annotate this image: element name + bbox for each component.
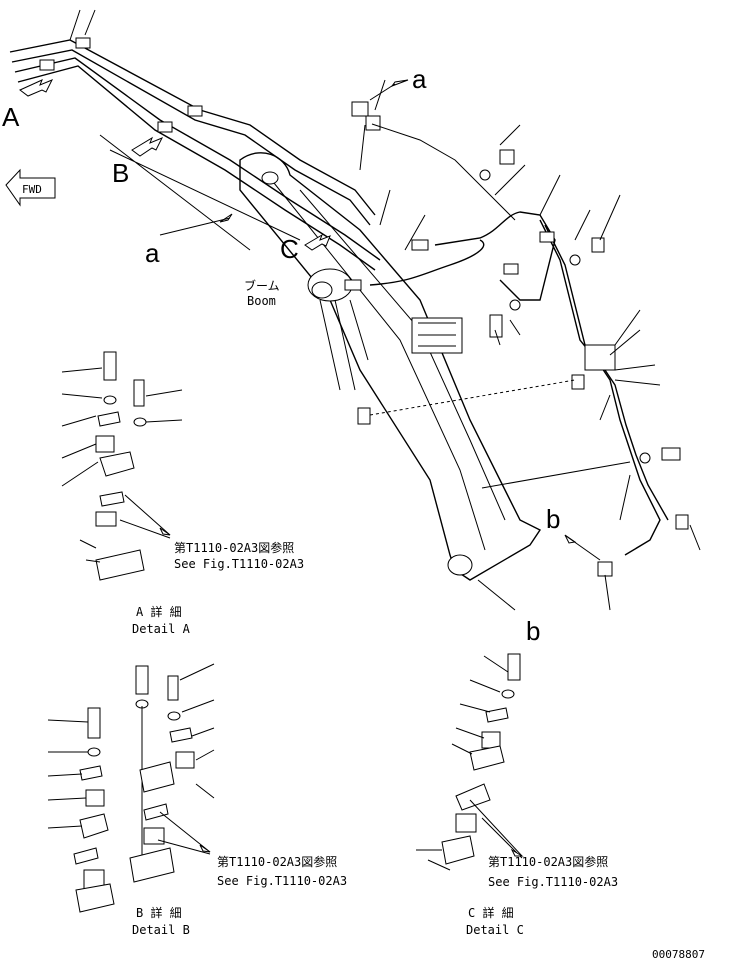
detail-b-figure [47, 663, 215, 913]
boom-label-jp: ブーム [244, 278, 280, 293]
detail-a-ref-jp: 第T1110-02A3図参照 [174, 540, 294, 555]
detail-b-title-en: Detail B [132, 923, 190, 937]
callout-view-a: A [2, 102, 20, 132]
callout-b-bottom: b [526, 616, 540, 646]
callout-a-top: a [412, 64, 427, 94]
boom-assembly [5, 9, 701, 611]
detail-c-title-jp: C 詳 細 [468, 905, 514, 920]
detail-c-figure [416, 653, 524, 871]
detail-a-title-jp: A 詳 細 [136, 604, 182, 619]
detail-a-title-en: Detail A [132, 622, 191, 636]
detail-b-title-jp: B 詳 細 [136, 905, 182, 920]
detail-c-ref-en: See Fig.T1110-02A3 [488, 875, 618, 889]
detail-b-ref-en: See Fig.T1110-02A3 [217, 874, 347, 888]
callout-a-left: a [145, 238, 160, 268]
fwd-label: FWD [22, 183, 42, 196]
detail-a-ref-en: See Fig.T1110-02A3 [174, 557, 304, 571]
callout-b-right: b [546, 504, 560, 534]
callout-view-c: C [280, 234, 299, 264]
callout-view-b: B [112, 158, 129, 188]
detail-c-title-en: Detail C [466, 923, 524, 937]
detail-a-figure [61, 351, 183, 581]
drawing-number: 00078807 [652, 948, 705, 961]
detail-b-ref-jp: 第T1110-02A3図参照 [217, 854, 337, 869]
detail-c-ref-jp: 第T1110-02A3図参照 [488, 854, 608, 869]
boom-label-en: Boom [247, 294, 276, 308]
